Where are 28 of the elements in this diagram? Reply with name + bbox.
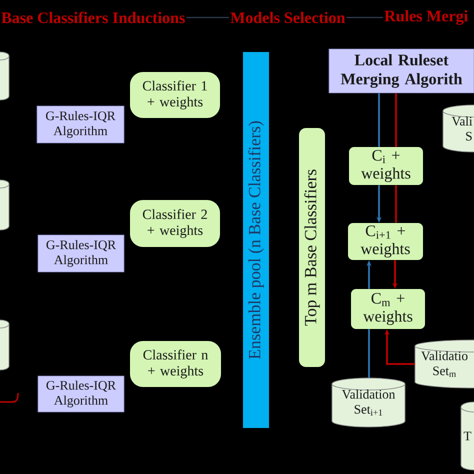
connector-line (395, 185, 397, 223)
database-cylinder: Validatio Set$_{m}$ (414, 340, 474, 388)
classifier-box: Classifier 2 + weights (130, 200, 220, 247)
connector-line (346, 16, 383, 18)
vertical-band: Top m Base Classifiers (299, 128, 325, 367)
connector-line (378, 93, 380, 147)
classifier-box: Classifier n + weights (130, 341, 221, 387)
connector-line (368, 329, 370, 378)
database-cylinder: Validation Set$_{i+1}$ (332, 378, 406, 428)
section-heading: Rules Mergi (384, 10, 468, 25)
classifier-box: C$_{m}$ + weights (351, 289, 425, 329)
algorithm-box: G-Rules-IQR Algorithm (36, 106, 124, 144)
database-cylinder (0, 52, 10, 100)
algorithm-box: G-Rules-IQR Algorithm (38, 376, 124, 412)
section-heading: Models Selection (230, 12, 346, 24)
algorithm-box: G-Rules-IQR Algorithm (38, 234, 124, 272)
classifier-box: C$_{i+1}$ + weights (348, 223, 423, 260)
database-cylinder (0, 320, 10, 370)
connector-line (186, 16, 229, 18)
algorithm-box: Local Ruleset Merging Algorith (328, 48, 474, 94)
section-heading: Base Classifiers Inductions (1, 12, 185, 24)
vertical-bar: Ensemble pool (n Base Classifiers) (243, 52, 269, 428)
connector-line (395, 93, 397, 147)
classifier-box: Classifier 1 + weights (130, 72, 220, 118)
database-cylinder: Vali S (442, 104, 474, 152)
database-cylinder: T (460, 402, 474, 470)
database-cylinder (0, 180, 10, 230)
classifier-box: C$_{i}$ + weights (349, 147, 423, 185)
